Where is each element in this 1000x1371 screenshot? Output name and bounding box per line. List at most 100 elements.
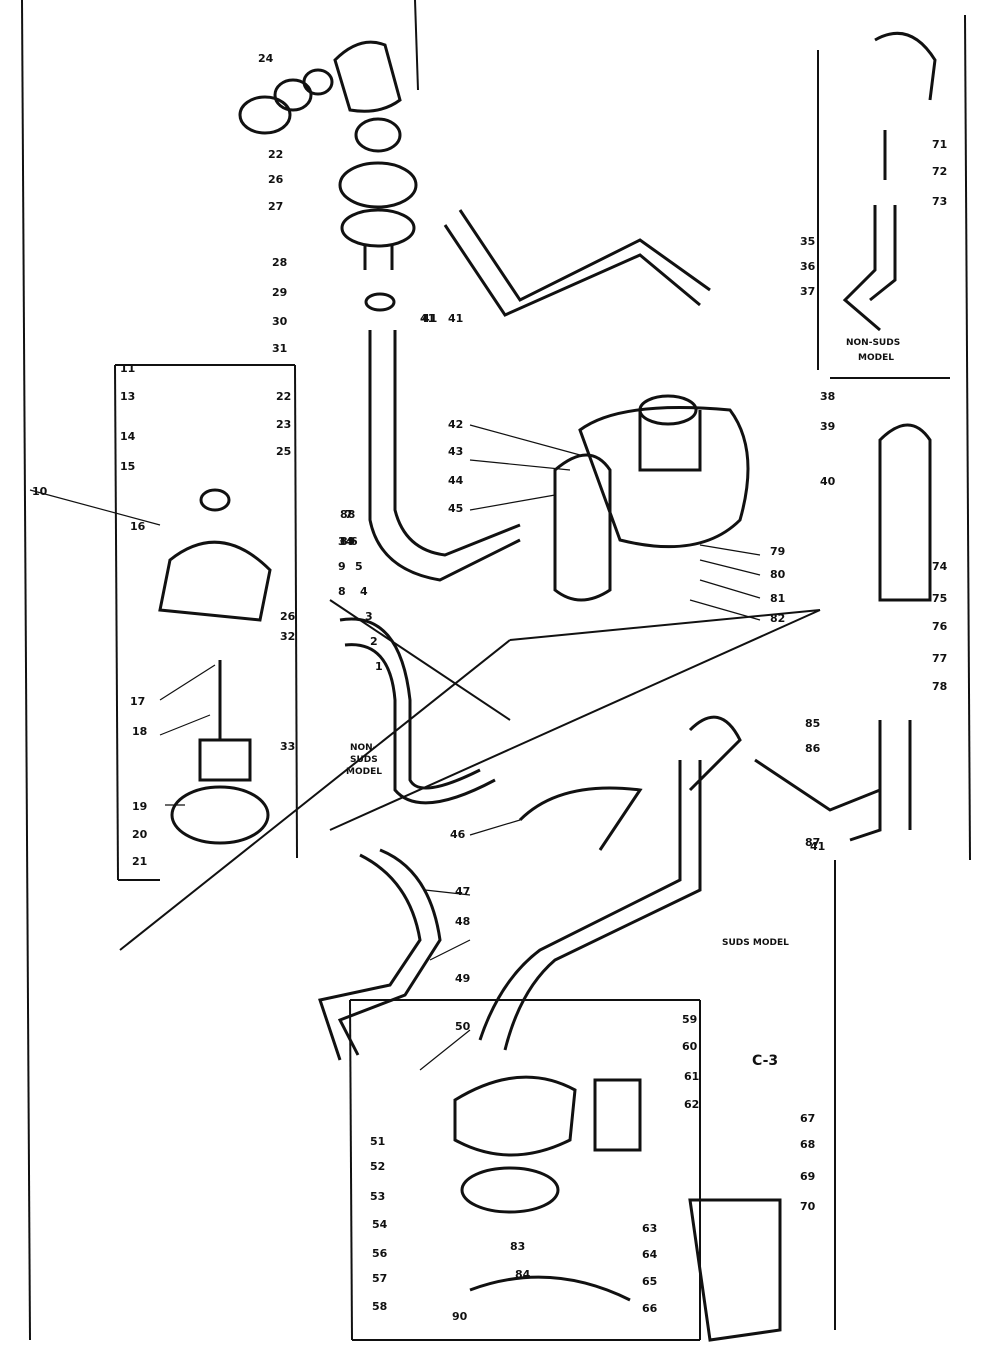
part-label: 48	[455, 915, 470, 928]
caption-non-suds-center-2: SUDS	[350, 755, 378, 765]
part-label: 42	[448, 418, 463, 431]
part-label: 1	[375, 660, 383, 673]
part-label: 37	[800, 285, 815, 298]
part-label: 41	[420, 312, 435, 325]
part-label: 54	[372, 1218, 388, 1231]
part-label: 49	[455, 972, 470, 985]
part-label: 76	[932, 620, 948, 633]
part-label: 47	[455, 885, 470, 898]
figure-code: C-3	[752, 1053, 778, 1069]
frame-lines	[21, 0, 971, 1341]
part-label: 44	[448, 474, 464, 487]
part-label: 41	[422, 312, 437, 325]
part-label: 67	[800, 1112, 815, 1125]
part-label: 2	[370, 635, 378, 648]
part-label: 40	[820, 475, 836, 488]
part-label: 7	[345, 508, 353, 521]
non-suds-inset-pipes	[842, 31, 937, 842]
part-label: 83	[510, 1240, 525, 1253]
part-label: 68	[800, 1138, 815, 1151]
part-label: 21	[132, 855, 147, 868]
part-label: 29	[272, 286, 287, 299]
part-label: 58	[372, 1300, 387, 1313]
part-label: 41	[810, 840, 825, 853]
part-label: 43	[448, 445, 463, 458]
caption-non-suds-top-2: MODEL	[858, 353, 894, 363]
part-label: 13	[120, 390, 135, 403]
part-label: 72	[932, 165, 947, 178]
part-label: 86	[805, 742, 821, 755]
part-label: 73	[932, 195, 947, 208]
part-label: 23	[276, 418, 291, 431]
part-label: 36	[800, 260, 816, 273]
caption-suds-model: SUDS MODEL	[722, 938, 789, 948]
part-label: 75	[932, 592, 947, 605]
caption-non-suds-center-1: NON-	[350, 743, 377, 753]
perspective-lines	[119, 599, 821, 1341]
part-label: 57	[372, 1272, 387, 1285]
part-label: 51	[370, 1135, 385, 1148]
part-label: 60	[682, 1040, 698, 1053]
part-label: 32	[280, 630, 295, 643]
part-label: 52	[370, 1160, 385, 1173]
part-label: 14	[120, 430, 136, 443]
part-label: 11	[120, 362, 135, 375]
part-label: 5	[355, 560, 363, 573]
part-label: 56	[372, 1247, 388, 1260]
part-label: 88	[340, 508, 355, 521]
part-label: 66	[642, 1302, 658, 1315]
pump-motor-assembly	[553, 394, 750, 602]
part-label: 62	[684, 1098, 699, 1111]
part-label: 17	[130, 695, 145, 708]
part-label: 28	[272, 256, 287, 269]
part-label: 53	[370, 1190, 385, 1203]
part-label: 16	[130, 520, 146, 533]
part-label: 18	[132, 725, 147, 738]
part-label: 87	[805, 836, 820, 849]
part-label: 78	[932, 680, 947, 693]
part-label: 61	[684, 1070, 699, 1083]
part-label: 70	[800, 1200, 816, 1213]
part-label: 38	[820, 390, 835, 403]
inset-box-left	[114, 364, 298, 881]
part-label: 77	[932, 652, 947, 665]
part-label: 82	[770, 612, 785, 625]
top-fitting-assembly	[238, 40, 418, 312]
part-label: 20	[132, 828, 148, 841]
part-label: 64	[642, 1248, 658, 1261]
part-label: 19	[132, 800, 147, 813]
part-label: 65	[642, 1275, 657, 1288]
part-label: 80	[770, 568, 786, 581]
part-label: 84	[515, 1268, 531, 1281]
part-label: 6	[350, 535, 358, 548]
caption-non-suds-center-3: MODEL	[346, 767, 382, 777]
part-labels: 2422262728293031413536373839404141414243…	[32, 52, 948, 1323]
part-label: 34	[338, 535, 354, 548]
part-label: 35	[800, 235, 815, 248]
part-label: 41	[448, 312, 463, 325]
valve-assembly	[158, 488, 272, 845]
part-label: 89	[340, 535, 355, 548]
part-label: 4	[360, 585, 368, 598]
part-label: 85	[805, 717, 820, 730]
part-label: 33	[280, 740, 295, 753]
leader-lines	[29, 424, 761, 1071]
part-label: 46	[450, 828, 466, 841]
hoses	[318, 209, 881, 1061]
part-label: 22	[276, 390, 291, 403]
part-label: 59	[682, 1013, 697, 1026]
part-label: 9	[338, 560, 346, 573]
part-label: 26	[280, 610, 296, 623]
part-label: 10	[32, 485, 48, 498]
part-label: 27	[268, 200, 283, 213]
part-label: 74	[932, 560, 948, 573]
part-label: 81	[770, 592, 785, 605]
part-label: 8	[338, 585, 346, 598]
part-label: 24	[258, 52, 274, 65]
part-label: 3	[365, 610, 373, 623]
part-label: 69	[800, 1170, 815, 1183]
part-label: 15	[120, 460, 135, 473]
bottom-pump	[453, 1075, 782, 1342]
part-label: 26	[268, 173, 284, 186]
